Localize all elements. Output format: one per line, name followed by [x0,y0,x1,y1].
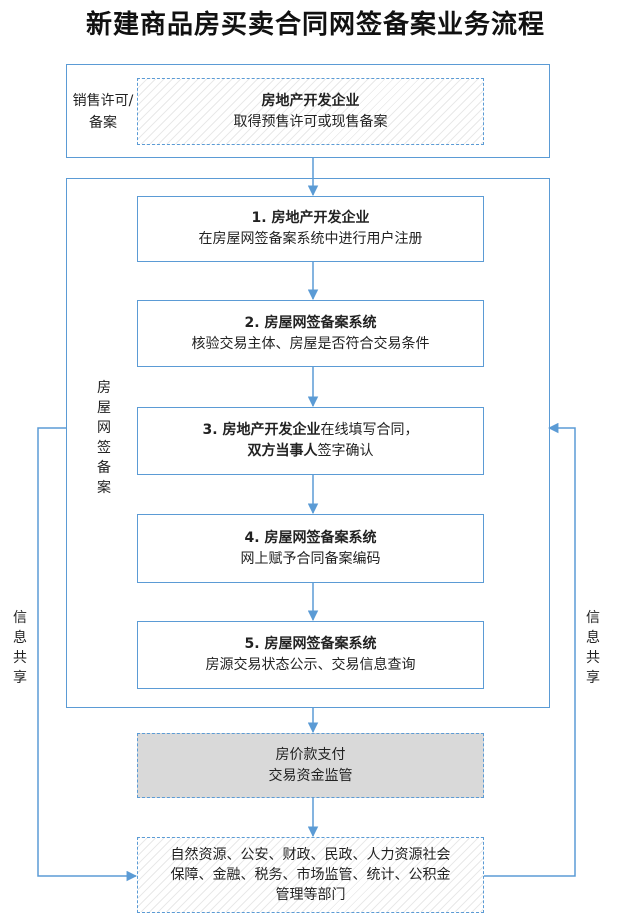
payment-title: 房价款支付 [275,746,346,763]
right-info-share-line [484,422,576,877]
step-1-title: 1. 房地产开发企业 [251,210,370,226]
developer-permit-title: 房地产开发企业 [261,92,360,109]
online-filing-frame [66,178,550,708]
info-share-left-label: 信息共享 [13,610,27,686]
step-3-line2: 双方当事人签字确认 [248,441,374,462]
step-1-box: 1. 房地产开发企业 在房屋网签备案系统中进行用户注册 [137,196,484,262]
info-share-right-label: 信息共享 [586,610,600,686]
step-5-box: 5. 房屋网签备案系统 房源交易状态公示、交易信息查询 [137,621,484,689]
step-4-desc: 网上赋予合同备案编码 [240,550,381,567]
sales-permit-frame [66,64,550,158]
step-4-title: 4. 房屋网签备案系统 [244,529,377,546]
step-1-desc: 在房屋网签备案系统中进行用户注册 [198,231,423,247]
step-5-title: 5. 房屋网签备案系统 [244,636,377,652]
page-title: 新建商品房买卖合同网签备案业务流程 [85,10,545,40]
step-3-actor: 3. 房地产开发企业 [202,422,321,438]
step-3-parties: 双方当事人 [247,443,318,459]
developer-permit-desc: 取得预售许可或现售备案 [233,113,388,130]
payment-supervision-box: 房价款支付 交易资金监管 [137,733,484,798]
departments-line3: 管理等部门 [275,887,346,903]
online-filing-label: 房屋网签备案 [97,380,111,496]
step-3-line1: 3. 房地产开发企业在线填写合同， [203,420,419,441]
step-5-desc: 房源交易状态公示、交易信息查询 [205,657,416,673]
step-2-title: 2. 房屋网签备案系统 [244,314,377,331]
step-3-sign: 签字确认 [317,443,374,459]
step-2-desc: 核验交易主体、房屋是否符合交易条件 [191,335,430,352]
step-4-box: 4. 房屋网签备案系统 网上赋予合同备案编码 [137,514,484,583]
sales-permit-label: 销售许可/备案 [72,93,134,131]
departments-box: 自然资源、公安、财政、民政、人力资源社会 保障、金融、税务、市场监管、统计、公积… [137,837,484,913]
step-3-action: 在线填写合同， [320,422,419,438]
developer-permit-box: 房地产开发企业 取得预售许可或现售备案 [137,78,484,145]
left-info-share-line [37,427,138,882]
departments-line2: 保障、金融、税务、市场监管、统计、公积金 [170,867,451,883]
departments-line1: 自然资源、公安、财政、民政、人力资源社会 [170,847,451,863]
step-3-box: 3. 房地产开发企业在线填写合同， 双方当事人签字确认 [137,407,484,475]
step-2-box: 2. 房屋网签备案系统 核验交易主体、房屋是否符合交易条件 [137,300,484,367]
payment-desc: 交易资金监管 [268,767,353,784]
